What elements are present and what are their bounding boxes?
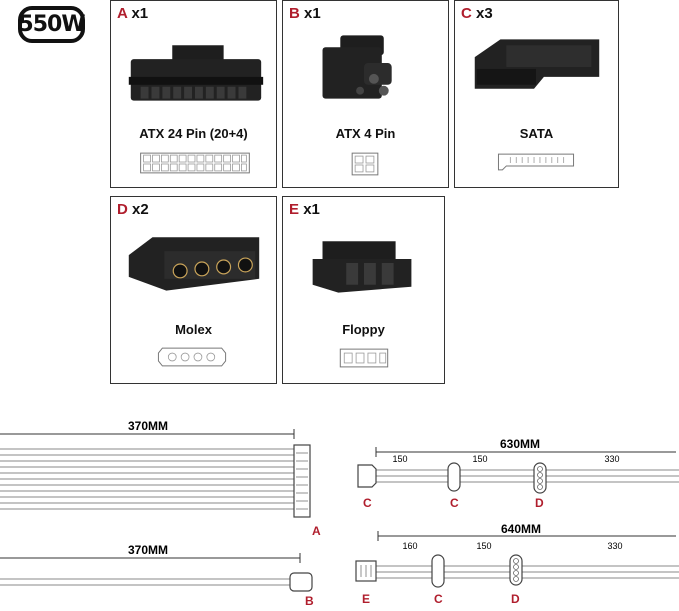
atx24-connector-image (128, 45, 264, 101)
connector-letter: C (461, 5, 472, 22)
sata-connector-image (474, 39, 600, 89)
connector-count: x1 (303, 201, 320, 218)
sata-molex-seg3: 330 (604, 454, 619, 464)
sata-molex-label-1: C (363, 496, 372, 510)
atx4-length-label: 370MM (128, 543, 168, 557)
atx24-cable: 370MM A (0, 419, 321, 538)
sata-molex-cable: 630MM 150 150 330 C C D (357, 437, 679, 510)
connector-count: x3 (476, 5, 493, 22)
atx24-length-label: 370MM (128, 419, 168, 433)
connector-letter: D (117, 201, 128, 218)
atx4-cable: 370MM B (0, 543, 314, 608)
floppy-connector-image (312, 241, 412, 293)
floppy-chain-cable: 640MM 160 150 330 E C D (355, 522, 679, 606)
floppy-chain-label-1: E (362, 592, 370, 606)
card-header: E x1 (289, 201, 320, 218)
atx4-connector-image (322, 35, 392, 99)
connector-count: x1 (131, 5, 149, 22)
molex-pinout-icon (157, 347, 227, 367)
connector-name: Floppy (342, 322, 385, 337)
floppy-chain-seg2: 150 (476, 541, 491, 551)
connector-count: x1 (304, 5, 321, 22)
wattage-badge: 550W (18, 6, 86, 43)
connector-name: SATA (519, 126, 554, 141)
floppy-chain-length-label: 640MM (501, 522, 541, 536)
sata-molex-length-label: 630MM (500, 437, 540, 451)
floppy-chain-label-3: D (511, 592, 520, 606)
connector-letter: B (289, 5, 300, 22)
connector-name: Molex (175, 322, 212, 337)
connector-card-atx24: A x1 ATX 24 Pin (20+4) (110, 0, 277, 188)
sata-pinout-icon (497, 153, 575, 171)
cable-diagrams: 370MM A 370MM B 630MM 150 150 330 C C (0, 419, 679, 608)
connector-letter: E (289, 201, 300, 218)
sata-molex-label-2: C (450, 496, 459, 510)
floppy-chain-seg1: 160 (402, 541, 417, 551)
sata-molex-seg2: 150 (472, 454, 487, 464)
sata-molex-label-3: D (535, 496, 544, 510)
card-header: A x1 (117, 5, 148, 22)
molex-connector-image (128, 237, 260, 291)
card-header: C x3 (461, 5, 493, 22)
floppy-pinout-icon (339, 348, 389, 368)
atx4-connector-label: B (305, 594, 314, 608)
connector-card-floppy: E x1 Floppy (282, 196, 445, 384)
card-header: B x1 (289, 5, 321, 22)
connector-card-sata: C x3 SATA (454, 0, 619, 188)
sata-molex-seg1: 150 (392, 454, 407, 464)
connector-card-atx4: B x1 ATX 4 Pin (282, 0, 449, 188)
card-header: D x2 (117, 201, 149, 218)
connector-count: x2 (132, 201, 149, 218)
atx4-pinout-icon (351, 152, 379, 176)
atx24-pinout-icon (140, 152, 250, 174)
connector-letter: A (117, 5, 128, 22)
wattage-text: 550W (18, 12, 85, 37)
floppy-chain-seg3: 330 (607, 541, 622, 551)
connector-name: ATX 4 Pin (335, 126, 396, 141)
connector-card-molex: D x2 Molex (110, 196, 277, 384)
floppy-chain-label-2: C (434, 592, 443, 606)
connector-name: ATX 24 Pin (20+4) (139, 126, 248, 141)
atx24-connector-label: A (312, 524, 321, 538)
